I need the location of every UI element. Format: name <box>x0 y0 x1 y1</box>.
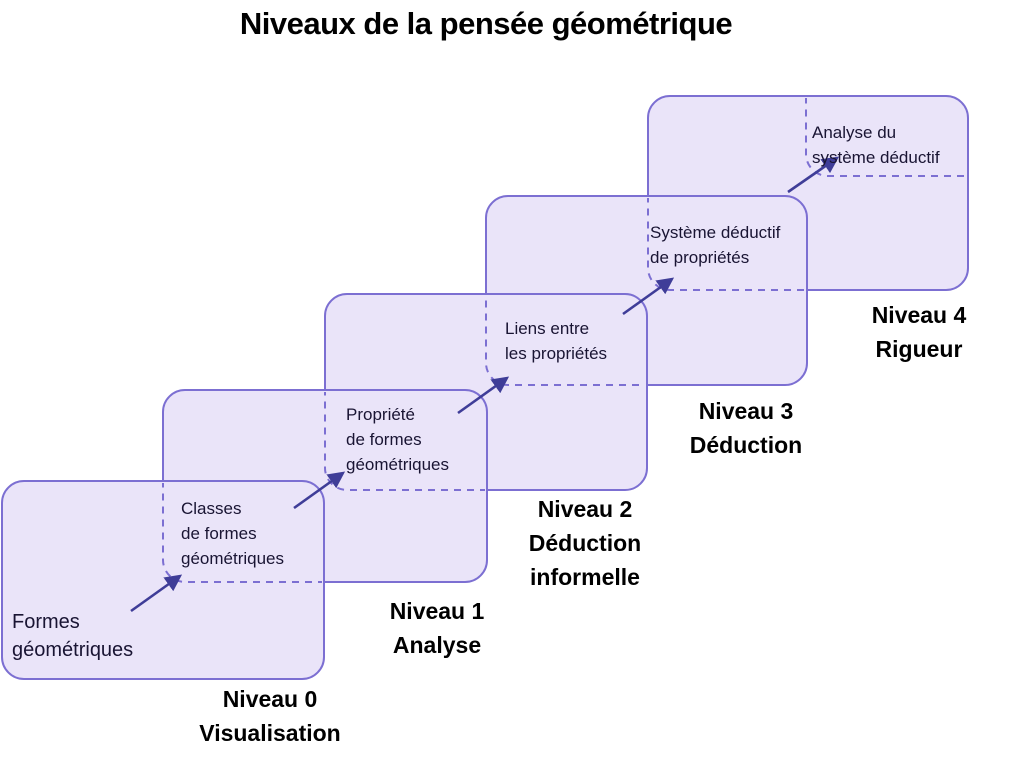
level-1-label: Niveau 1 Analyse <box>389 598 485 658</box>
arrow-level-3-to-4-icon <box>622 277 675 316</box>
level-2-box-text: Propriété de formes géométriques <box>346 405 450 474</box>
overlap-dashed-borders <box>162 98 966 583</box>
apex-box-text: Analyse du système déductif <box>812 123 940 167</box>
level-3-label: Niveau 3 Déduction <box>689 398 803 458</box>
transition-arrows <box>130 156 840 613</box>
arrow-level-2-to-3-icon <box>457 376 510 415</box>
level-3-box-text: Liens entre les propriétés <box>505 319 608 363</box>
level-1-hidden-border <box>162 483 322 583</box>
level-0-box-text: Formes géométriques <box>12 611 134 661</box>
level-1-box-text: Classes de formes géométriques <box>181 499 285 568</box>
level-0-box <box>1 480 325 680</box>
arrow-level-1-to-2-icon <box>293 471 346 510</box>
level-0-label: Niveau 0 Visualisation <box>199 686 341 746</box>
arrow-level-0-to-1-icon <box>130 574 183 613</box>
level-2-label: Niveau 2 Déduction informelle <box>528 496 642 590</box>
arrow-level-4-to-apex-icon <box>787 156 840 194</box>
level-4-box-text: Système déductif de propriétés <box>650 223 781 267</box>
page-title: Niveaux de la pensée géométrique <box>239 6 733 41</box>
level-4-label: Niveau 4 Rigueur <box>871 302 967 362</box>
